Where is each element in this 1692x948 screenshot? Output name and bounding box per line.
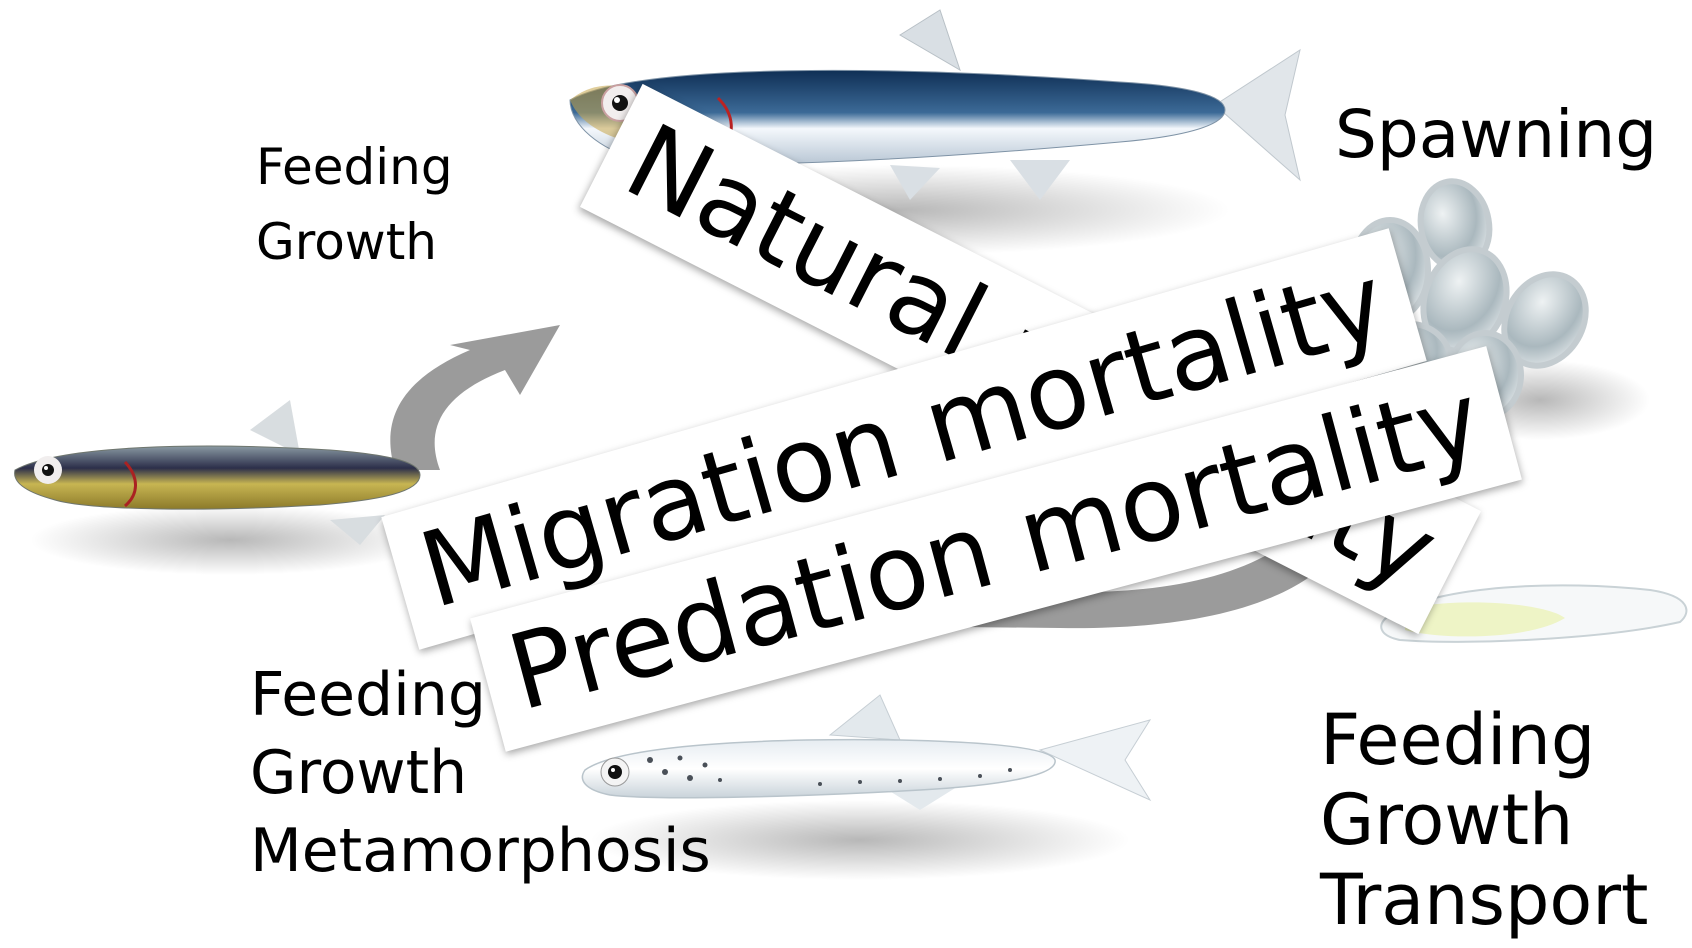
adult-stage-line: Growth <box>256 205 453 280</box>
spawning-label: Spawning <box>1335 96 1657 174</box>
adult-stage-line: Feeding <box>256 130 453 205</box>
larva-stage-line: Feeding <box>1320 700 1648 780</box>
adult-stage-text: Feeding Growth <box>256 130 453 280</box>
larva-stage-line: Growth <box>1320 780 1648 860</box>
juvenile-stage-line: Growth <box>250 734 711 812</box>
juvenile-stage-line: Metamorphosis <box>250 812 711 890</box>
larva-stage-text: Feeding Growth Transport <box>1320 700 1648 940</box>
larva-stage-line: Transport <box>1320 860 1648 940</box>
